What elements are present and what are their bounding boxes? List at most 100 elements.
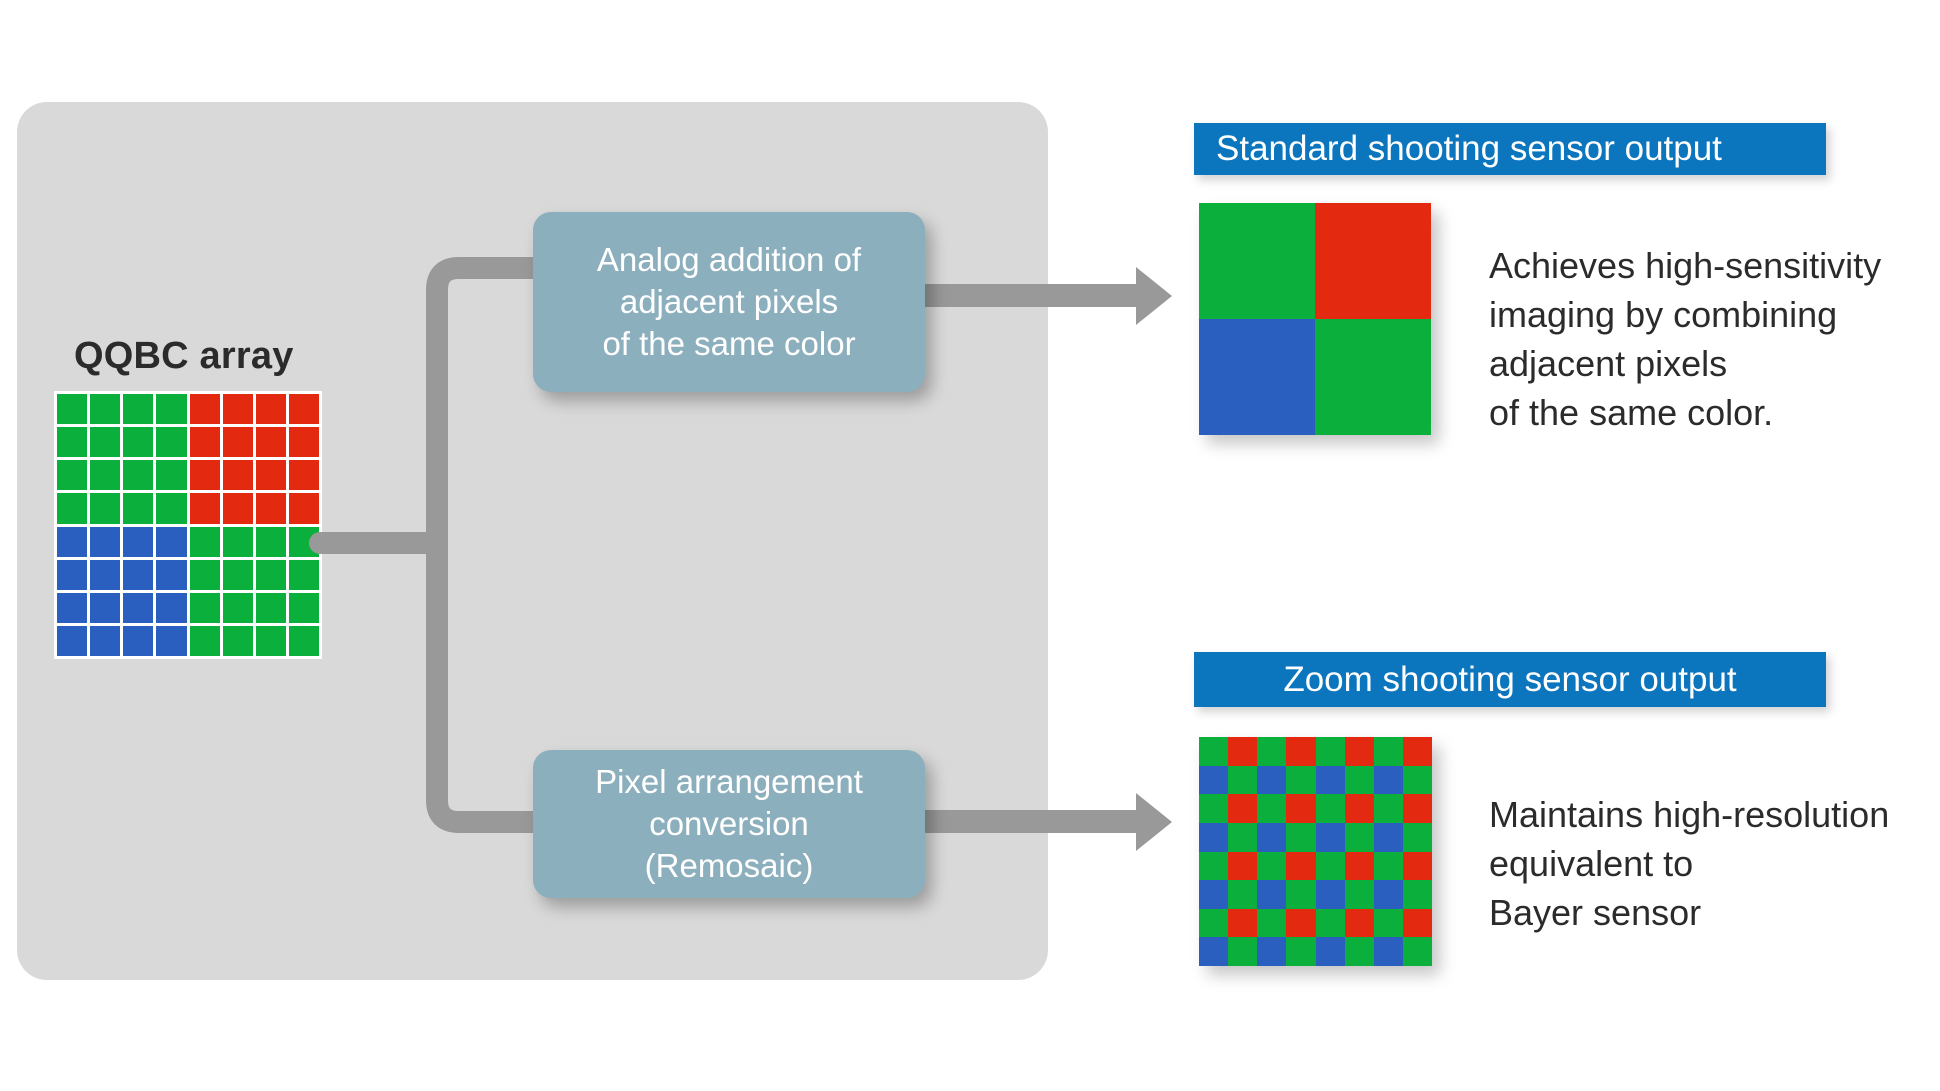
bayer-pixel: [1402, 908, 1432, 938]
zoom-output-description: Maintains high-resolution equivalent to …: [1489, 794, 1890, 933]
qqbc-pixel: [90, 427, 121, 458]
qqbc-pixel: [156, 625, 187, 656]
qqbc-pixel: [255, 526, 286, 557]
bayer-pixel: [1199, 822, 1229, 852]
qqbc-pixel: [57, 526, 88, 557]
qqbc-pixel: [222, 493, 253, 524]
bayer-pixel: [1257, 937, 1287, 966]
bayer-pixel: [1257, 765, 1287, 795]
bayer-pixel: [1373, 908, 1403, 938]
qqbc-pixel: [57, 625, 88, 656]
process-box-remosaic[interactable]: Pixel arrangement conversion (Remosaic): [533, 750, 925, 898]
bayer-pixel: [1286, 765, 1316, 795]
bayer-pixel: [1286, 937, 1316, 966]
bayer-pixel: [1228, 851, 1258, 881]
bayer-pixel: [1402, 937, 1432, 966]
qqbc-pixel: [90, 460, 121, 491]
bayer-pixel: [1344, 794, 1374, 823]
qqbc-pixel: [156, 526, 187, 557]
qqbc-pixel: [57, 592, 88, 623]
process-box-analog-addition[interactable]: Analog addition of adjacent pixels of th…: [533, 212, 925, 392]
bayer-pixel: [1228, 765, 1258, 795]
qqbc-pixel: [255, 625, 286, 656]
bayer-pixel: [1402, 737, 1432, 766]
bayer-pixel: [1315, 765, 1345, 795]
bayer-pixel: [1402, 880, 1432, 909]
process-box-analog-addition-label: Analog addition of adjacent pixels of th…: [596, 241, 862, 362]
bayer-pixel: [1228, 794, 1258, 823]
bayer-pixel: [1315, 851, 1345, 881]
standard-output-quad-cell: [1315, 203, 1431, 319]
qqbc-pixel: [123, 592, 154, 623]
bayer-pixel: [1373, 765, 1403, 795]
standard-output-quad-cell: [1199, 319, 1315, 435]
bayer-pixel: [1373, 880, 1403, 909]
qqbc-pixel: [288, 559, 319, 590]
qqbc-pixel: [288, 625, 319, 656]
bayer-pixel: [1402, 765, 1432, 795]
qqbc-pixel: [255, 460, 286, 491]
qqbc-pixel: [288, 592, 319, 623]
bayer-pixel: [1373, 794, 1403, 823]
bayer-pixel: [1199, 794, 1229, 823]
qqbc-array-label: QQBC array: [74, 335, 294, 377]
bayer-pixel: [1228, 880, 1258, 909]
qqbc-pixel: [255, 394, 286, 425]
qqbc-pixel: [189, 526, 220, 557]
qqbc-pixel: [123, 460, 154, 491]
bayer-pixel: [1344, 937, 1374, 966]
qqbc-pixel: [123, 394, 154, 425]
qqbc-pixel: [156, 559, 187, 590]
bayer-pixel: [1286, 822, 1316, 852]
bayer-pixel: [1373, 851, 1403, 881]
qqbc-pixel: [222, 394, 253, 425]
qqbc-pixel: [156, 460, 187, 491]
qqbc-pixel: [222, 625, 253, 656]
qqbc-pixel: [90, 559, 121, 590]
bayer-pixel: [1286, 880, 1316, 909]
bayer-pixel: [1344, 851, 1374, 881]
qqbc-pixel: [123, 526, 154, 557]
bayer-pixel: [1286, 794, 1316, 823]
bayer-pixel: [1344, 737, 1374, 766]
qqbc-pixel: [189, 394, 220, 425]
qqbc-pixel: [255, 427, 286, 458]
bayer-pixel: [1315, 822, 1345, 852]
qqbc-pixel: [222, 526, 253, 557]
qqbc-pixel: [189, 493, 220, 524]
bayer-pixel: [1199, 908, 1229, 938]
bayer-pixel: [1402, 822, 1432, 852]
qqbc-pixel: [288, 526, 319, 557]
qqbc-pixel: [156, 592, 187, 623]
bayer-pixel: [1373, 822, 1403, 852]
qqbc-pixel: [189, 559, 220, 590]
qqbc-pixel: [90, 493, 121, 524]
qqbc-pixel: [255, 592, 286, 623]
bayer-pixel: [1344, 765, 1374, 795]
qqbc-pixel: [222, 427, 253, 458]
bayer-pixel: [1199, 851, 1229, 881]
qqbc-pixel: [123, 493, 154, 524]
qqbc-pixel-array: [54, 391, 322, 659]
bayer-pixel: [1257, 794, 1287, 823]
bayer-pixel: [1199, 937, 1229, 966]
qqbc-pixel: [90, 394, 121, 425]
qqbc-pixel: [156, 427, 187, 458]
qqbc-pixel: [57, 394, 88, 425]
bayer-pixel: [1373, 737, 1403, 766]
qqbc-pixel: [222, 559, 253, 590]
zoom-output-bayer-array: [1199, 737, 1432, 966]
bayer-pixel: [1315, 908, 1345, 938]
qqbc-pixel: [57, 493, 88, 524]
bayer-pixel: [1402, 851, 1432, 881]
bayer-pixel: [1344, 822, 1374, 852]
qqbc-pixel: [255, 559, 286, 590]
zoom-output-header-label: Zoom shooting sensor output: [1283, 659, 1737, 699]
qqbc-pixel: [90, 625, 121, 656]
bayer-pixel: [1373, 937, 1403, 966]
qqbc-pixel: [57, 427, 88, 458]
bayer-pixel: [1257, 737, 1287, 766]
bayer-pixel: [1286, 908, 1316, 938]
standard-output-header-label: Standard shooting sensor output: [1216, 129, 1722, 168]
